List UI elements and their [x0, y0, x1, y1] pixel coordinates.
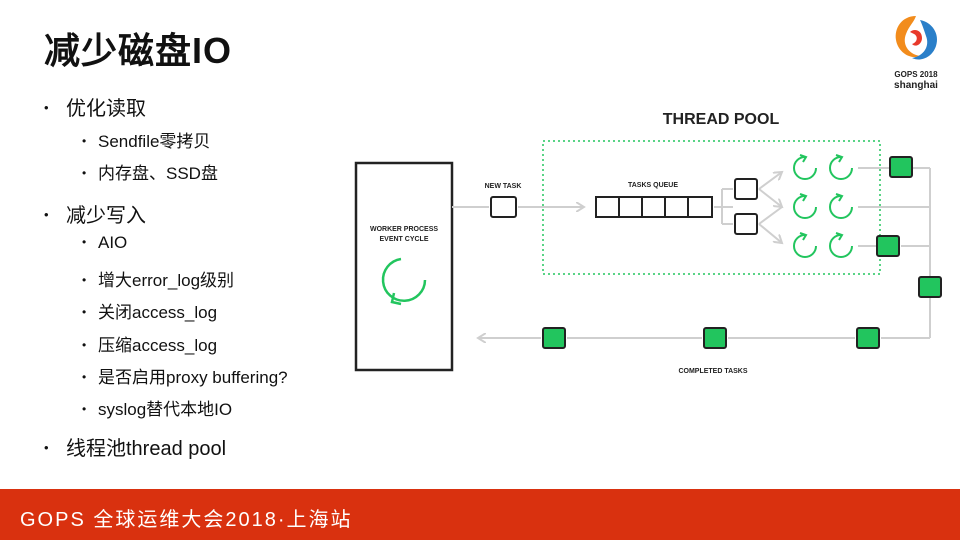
completed-task-block — [703, 327, 727, 349]
dispatched-task-block — [734, 178, 758, 200]
sub-bullet-item: •是否启用proxy buffering? — [82, 368, 288, 387]
completed-tasks-label: COMPLETED TASKS — [678, 368, 747, 375]
thread-cycle-icon — [793, 154, 817, 180]
new-task-block — [490, 196, 517, 218]
thread-cycle-icon — [793, 193, 817, 219]
bullet-item: •线程池thread pool — [44, 438, 227, 460]
bullet-item: •优化读取 — [44, 98, 146, 120]
bullet-item: •减少写入 — [44, 205, 146, 227]
thread-pool-label: THREAD POOL — [663, 111, 780, 128]
completed-task-block — [889, 156, 913, 178]
sub-bullet-item: •Sendfile零拷贝 — [82, 132, 211, 151]
tasks-queue — [595, 196, 713, 218]
completed-task-block — [856, 327, 880, 349]
event-cycle-icon — [381, 257, 427, 306]
logo-text-city: shanghai — [894, 80, 938, 91]
sub-bullet-item: •内存盘、SSD盘 — [82, 164, 218, 183]
slide-title: 减少磁盘IO — [44, 30, 233, 71]
sub-bullet-item: •AIO — [82, 233, 128, 252]
worker-process-box — [354, 161, 454, 372]
completed-task-block — [542, 327, 566, 349]
thread-cycle-icon — [829, 232, 853, 258]
footer-bar: GOPS 全球运维大会2018·上海站 — [0, 489, 960, 540]
completed-task-block — [918, 276, 942, 298]
worker-label-line1: WORKER PROCESS — [370, 226, 438, 233]
gops-logo: GOPS 2018 shanghai — [884, 10, 948, 94]
new-task-label: NEW TASK — [485, 183, 522, 190]
sub-bullet-item: •压缩access_log — [82, 336, 218, 355]
sub-bullet-item: •关闭access_log — [82, 303, 218, 322]
dispatched-task-block — [734, 213, 758, 235]
completed-task-block — [876, 235, 900, 257]
thread-cycle-icon — [829, 193, 853, 219]
sub-bullet-item: •syslog替代本地IO — [82, 400, 233, 419]
worker-label-line2: EVENT CYCLE — [379, 236, 428, 243]
thread-cycle-icon — [793, 232, 817, 258]
logo-mark-icon — [895, 16, 938, 60]
sub-bullet-item: •增大error_log级别 — [82, 271, 235, 290]
thread-cycle-icons — [793, 154, 853, 258]
logo-text-gops: GOPS 2018 — [894, 70, 938, 79]
thread-pool-diagram: THREAD POOL WORKER PROCESS EVENT CYCLE N… — [354, 111, 942, 375]
thread-cycle-icon — [829, 154, 853, 180]
tasks-queue-label: TASKS QUEUE — [628, 182, 678, 189]
footer-text: GOPS 全球运维大会2018·上海站 — [20, 509, 353, 531]
